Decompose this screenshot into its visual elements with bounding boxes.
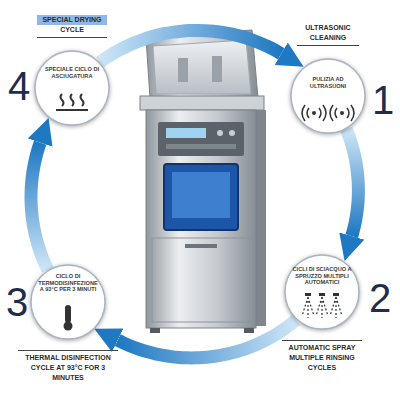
step-circle-shape [291,59,365,133]
lid-inside [153,40,251,94]
panel-button [217,130,223,136]
step-number: 4 [8,66,30,106]
lid-rack [212,56,222,82]
step-heading: AUTOMATIC SPRAY MULTIPLE RINSING CYCLES [282,340,362,373]
step-heading: THERMAL DISINFECTION CYCLE AT 93°C FOR 3… [18,350,118,383]
circle-outline [34,50,110,126]
step-circle-shape [285,255,359,329]
lid-rack [178,58,188,82]
cycle-arrow [100,30,281,62]
cycle-arrow [31,143,48,270]
circle-outline [290,58,366,134]
step-circle-shape [35,51,109,125]
panel-display [166,128,206,138]
step-circle: THERMAL DISINFECTION CYCLE AT 93°C FOR 3… [30,264,106,340]
step-heading: ULTRASONIC CLEANING [297,23,359,46]
step-circle-shape [31,265,105,339]
step-circle: ULTRASONIC CLEANINGPULIZIA AD ULTRASUONI [290,58,366,134]
machine-foot [244,328,254,333]
circle-outline [284,254,360,330]
step-number: 3 [6,282,28,322]
machine-side [256,110,266,326]
cycle-arrow [346,129,358,236]
door-handle [185,244,217,248]
step-text: SPECIALE CICLO DI ASCIUGATURA [44,66,100,79]
panel-strip [166,144,236,149]
machine-foot [150,328,160,333]
washer-machine [140,30,266,333]
step-text: CICLI DI SCIACQUO A SPRUZZO MULTIPLI AUT… [290,266,354,286]
step-text: PULIZIA AD ULTRASUONI [304,76,352,89]
step-circle: SPECIAL DRYING CYCLESPECIALE CICLO DI AS… [34,50,110,126]
step-text: CICLO DI TERMODISINFEZIONE A 93°C PER 3 … [36,273,100,293]
basin-rim [140,96,264,110]
cycle-arrow [118,320,296,358]
machine-body [146,110,256,328]
control-panel [158,122,244,156]
step-heading: SPECIAL DRYING CYCLE [37,15,107,38]
blue-window [164,164,238,230]
panel-button [229,130,235,136]
lower-door [152,238,250,322]
step-circle: AUTOMATIC SPRAY MULTIPLE RINSING CYCLESC… [284,254,360,330]
step-number: 1 [372,80,394,120]
step-number: 2 [369,278,391,318]
window-glass [172,172,230,218]
